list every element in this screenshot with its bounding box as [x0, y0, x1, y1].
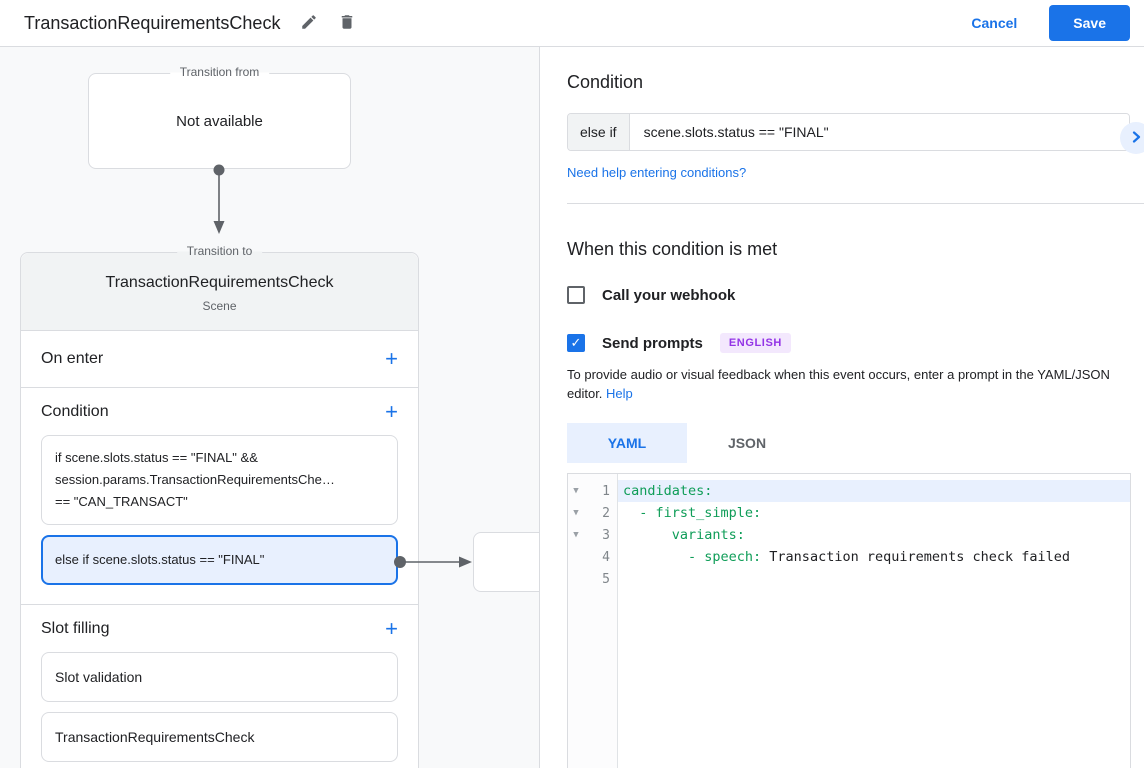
code-line: variants:: [618, 524, 1130, 546]
collapse-panel-button[interactable]: [1120, 122, 1144, 154]
yaml-key: - speech:: [623, 549, 762, 565]
slot-filling-section: Slot filling + Slot validation Transacti…: [21, 605, 418, 762]
page-title: TransactionRequirementsCheck: [24, 12, 281, 33]
add-slot-button[interactable]: +: [385, 615, 398, 641]
transition-arrow: [213, 164, 225, 234]
help-link[interactable]: Help: [606, 386, 633, 401]
line-number: 3: [602, 527, 610, 543]
yaml-key: variants:: [623, 527, 745, 543]
conditions-help-link[interactable]: Need help entering conditions?: [567, 165, 747, 180]
prompts-description-text: To provide audio or visual feedback when…: [567, 367, 1110, 401]
tab-json[interactable]: JSON: [727, 435, 767, 451]
slot-item[interactable]: TransactionRequirementsCheck: [41, 712, 398, 762]
condition-item-selected[interactable]: else if scene.slots.status == "FINAL": [41, 535, 398, 585]
transition-from-box[interactable]: Transition from Not available: [88, 65, 351, 169]
transition-target-box[interactable]: [473, 532, 539, 592]
yaml-code-editor[interactable]: ▼ 1 ▼ 2 ▼ 3 4 5 candidates: - first_simple:…: [567, 473, 1131, 768]
line-number: 2: [602, 505, 610, 521]
chevron-right-icon: [1130, 130, 1142, 146]
on-enter-section: On enter +: [21, 331, 418, 388]
transition-to-label: Transition to: [176, 244, 263, 258]
cancel-button[interactable]: Cancel: [955, 7, 1033, 39]
edit-title-button[interactable]: [294, 7, 324, 40]
condition-prefix: else if: [568, 114, 630, 150]
yaml-value: Transaction requirements check failed: [761, 549, 1071, 565]
pencil-icon: [300, 13, 318, 34]
send-prompts-label[interactable]: Send prompts: [602, 334, 703, 352]
yaml-key: candidates:: [623, 483, 713, 499]
tab-yaml[interactable]: YAML: [567, 423, 687, 463]
section-divider: [567, 203, 1144, 204]
line-number: 5: [602, 571, 610, 587]
panel-title: Condition: [567, 72, 644, 92]
scene-type: Scene: [202, 299, 237, 313]
when-met-heading: When this condition is met: [567, 239, 778, 259]
slot-item-label: Slot validation: [55, 669, 143, 685]
condition-line: session.params.TransactionRequirementsCh…: [55, 472, 335, 487]
add-on-enter-button[interactable]: +: [385, 346, 398, 371]
scene-flow-canvas: Transition from Not available Transition…: [0, 47, 540, 768]
condition-line: if scene.slots.status == "FINAL" &&: [55, 450, 258, 465]
language-badge: ENGLISH: [719, 333, 791, 353]
fold-arrow-icon[interactable]: ▼: [573, 508, 579, 518]
webhook-label[interactable]: Call your webhook: [602, 286, 736, 304]
fold-arrow-icon[interactable]: ▼: [573, 486, 579, 496]
slot-filling-label: Slot filling: [41, 619, 110, 637]
send-prompts-checkbox[interactable]: ✓: [567, 334, 585, 352]
scene-card: Transition to TransactionRequirementsChe…: [20, 244, 419, 768]
line-number: 4: [602, 549, 610, 565]
scene-card-header[interactable]: TransactionRequirementsCheck Scene: [21, 253, 418, 331]
scene-name: TransactionRequirementsCheck: [105, 274, 334, 291]
add-condition-button[interactable]: +: [385, 398, 398, 424]
code-line: - speech: Transaction requirements check…: [618, 546, 1130, 568]
webhook-checkbox[interactable]: [567, 286, 585, 304]
editor-code-area[interactable]: candidates: - first_simple: variants: - …: [618, 474, 1130, 768]
slot-item[interactable]: Slot validation: [41, 652, 398, 702]
editor-format-tabs: YAML JSON: [567, 423, 1144, 463]
fold-arrow-icon[interactable]: ▼: [573, 530, 579, 540]
code-line: [618, 568, 1130, 590]
condition-expression-group: else if: [567, 113, 1130, 151]
code-line: - first_simple:: [618, 502, 1130, 524]
condition-transition-connector: [394, 556, 472, 568]
webhook-row: Call your webhook: [567, 286, 1144, 304]
condition-editor-panel: Condition else if Need help entering con…: [540, 47, 1144, 768]
condition-line: else if scene.slots.status == "FINAL": [55, 552, 265, 567]
line-number: 1: [602, 483, 610, 499]
transition-from-label: Transition from: [169, 65, 270, 79]
transition-from-content: Not available: [176, 112, 263, 130]
yaml-key: - first_simple:: [623, 505, 762, 521]
condition-expression-input[interactable]: [629, 114, 1129, 150]
delete-scene-button[interactable]: [332, 7, 362, 40]
condition-section: Condition + if scene.slots.status == "FI…: [21, 388, 418, 605]
editor-gutter: ▼ 1 ▼ 2 ▼ 3 4 5: [568, 474, 618, 768]
top-bar: TransactionRequirementsCheck Cancel Save: [0, 0, 1144, 47]
slot-item-label: TransactionRequirementsCheck: [55, 729, 255, 745]
trash-icon: [338, 13, 356, 34]
code-line-active: candidates:: [618, 480, 1130, 502]
condition-line: == "CAN_TRANSACT": [55, 494, 188, 509]
condition-section-label: Condition: [41, 402, 109, 420]
save-button[interactable]: Save: [1049, 5, 1130, 41]
on-enter-label: On enter: [41, 350, 104, 367]
prompts-description: To provide audio or visual feedback when…: [567, 365, 1130, 403]
send-prompts-row: ✓ Send prompts ENGLISH: [567, 333, 1144, 353]
condition-item[interactable]: if scene.slots.status == "FINAL" && sess…: [41, 435, 398, 525]
